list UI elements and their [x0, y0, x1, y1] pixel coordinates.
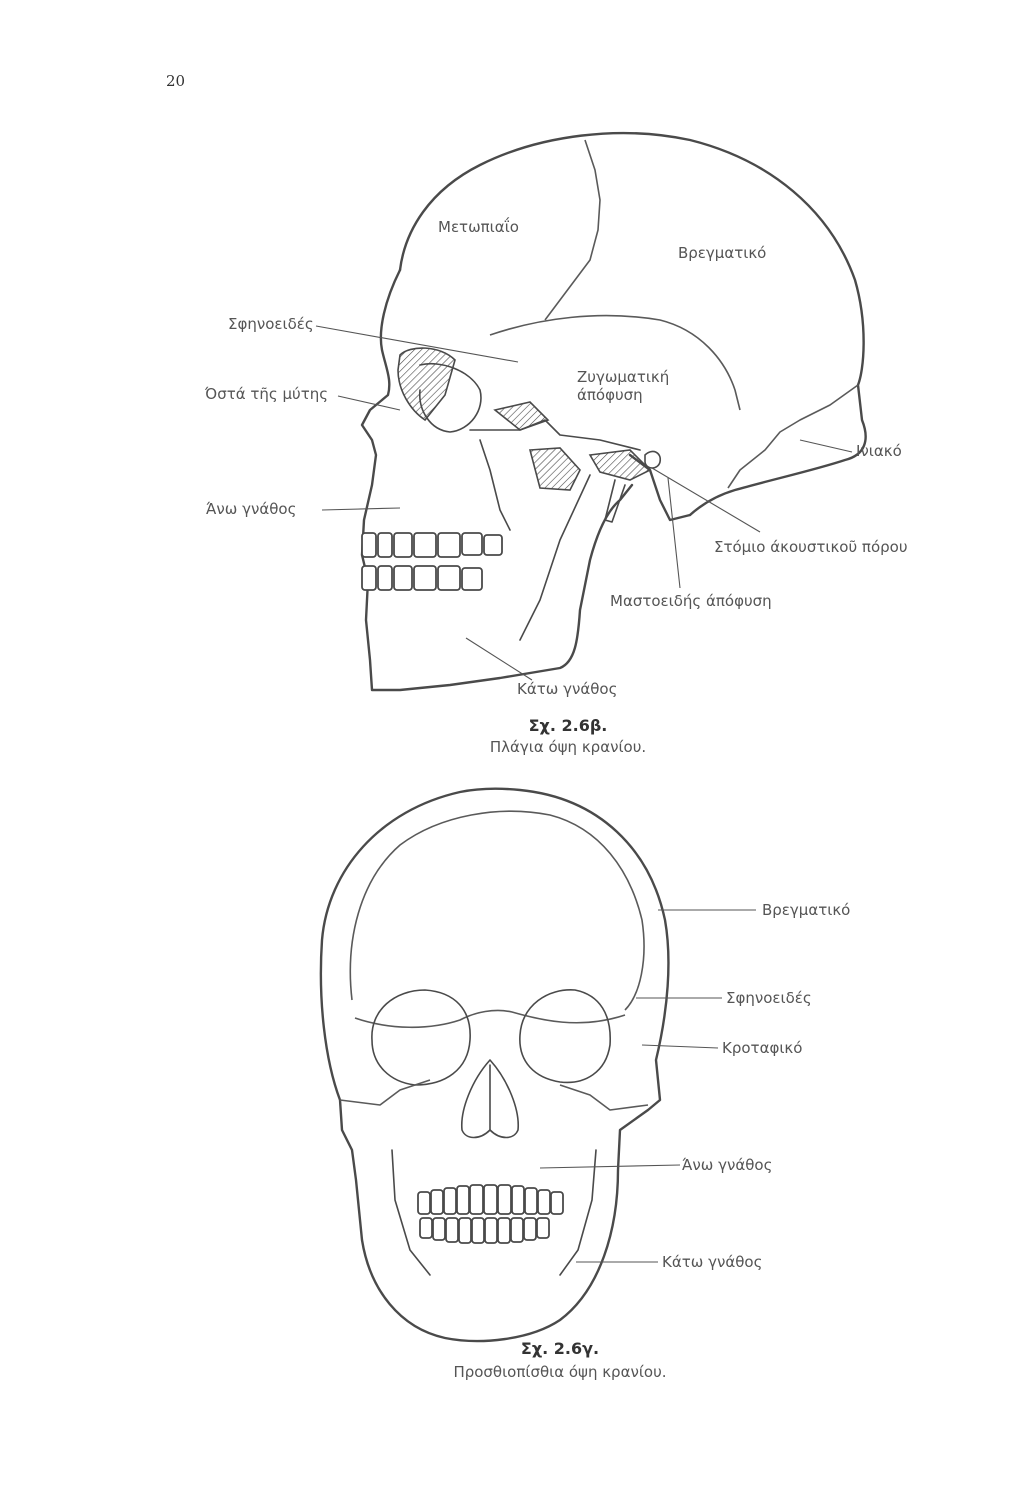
- frontal-leader-lines: [539, 909, 756, 1263]
- figure-number-lateral: Σχ. 2.6β.: [529, 716, 608, 735]
- label-zygomatic-process: Ζυγωματική: [577, 368, 669, 386]
- frontal-zygomatic-right: [559, 1084, 649, 1111]
- lateral-sphenoid-region: [397, 347, 456, 422]
- lateral-squamous-suture: [489, 314, 741, 411]
- figure-number-frontal: Σχ. 2.6γ.: [521, 1339, 599, 1358]
- lateral-coronal-suture: [544, 139, 601, 321]
- label-zygomatic-process-2: άπόφυση: [577, 386, 643, 404]
- frontal-upper-teeth: [417, 1184, 564, 1215]
- frontal-left-orbit: [371, 989, 471, 1086]
- lateral-leader-lines: [315, 325, 853, 681]
- page-number: 20: [166, 72, 186, 90]
- frontal-skull-drawing: [319, 787, 670, 1343]
- lateral-lambdoid-suture: [727, 384, 859, 489]
- lateral-face-profile: [360, 268, 634, 692]
- lateral-maxilla-line: [479, 439, 511, 531]
- frontal-cranium-outline: [319, 787, 670, 1343]
- label-parietal-lateral: Βρεγματικό: [678, 244, 766, 262]
- label-upper-jaw-frontal: Άνω γνάθος: [682, 1156, 772, 1174]
- label-temporal: Κροταφικό: [722, 1039, 802, 1057]
- label-sphenoid-frontal: Σφηνοειδές: [726, 989, 812, 1007]
- label-lower-jaw-lateral: Κάτω γνάθος: [517, 680, 617, 698]
- label-sphenoid-lateral: Σφηνοειδές: [228, 315, 314, 333]
- lateral-skull-drawing: [360, 131, 867, 692]
- lateral-temporal-hatch: [528, 447, 581, 491]
- label-frontal: Μετωπιαΐο: [438, 216, 519, 236]
- label-nasal-bones: Όστά τῆς μύτης: [204, 385, 328, 403]
- label-upper-jaw-lateral: Άνω γνάθος: [206, 500, 296, 518]
- lateral-cranium-outline: [398, 131, 867, 517]
- frontal-brow-suture: [354, 1009, 626, 1029]
- frontal-parietal-suture: [349, 810, 645, 1011]
- lateral-zygomatic-arch: [469, 419, 641, 451]
- lateral-lower-teeth: [361, 565, 483, 591]
- lateral-mandible-ramus: [519, 474, 591, 641]
- lateral-meatus-hatch: [588, 449, 652, 481]
- lateral-orbit: [419, 363, 482, 433]
- frontal-zygomatic-left: [339, 1079, 431, 1106]
- frontal-lower-teeth: [419, 1217, 550, 1244]
- label-acoustic-meatus: Στόμιο άκουστικοῦ πόρου: [714, 538, 908, 556]
- lateral-acoustic-meatus: [644, 450, 662, 469]
- lateral-zygomatic-hatch: [493, 401, 550, 431]
- label-occipital: Ινιακό: [856, 442, 902, 460]
- frontal-mandible-right: [559, 1149, 597, 1276]
- label-lower-jaw-frontal: Κάτω γνάθος: [662, 1253, 762, 1271]
- lateral-styloid: [604, 479, 626, 523]
- figure-caption-frontal: Προσθιοπίσθια όψη κρανίου.: [453, 1363, 666, 1381]
- lateral-upper-teeth: [361, 532, 503, 558]
- frontal-right-orbit: [519, 989, 611, 1084]
- frontal-mandible-left: [391, 1149, 431, 1276]
- label-parietal-frontal: Βρεγματικό: [762, 901, 850, 919]
- figure-caption-lateral: Πλάγια όψη κρανίου.: [490, 738, 646, 756]
- label-mastoid-process: Μαστοειδής άπόφυση: [610, 592, 772, 610]
